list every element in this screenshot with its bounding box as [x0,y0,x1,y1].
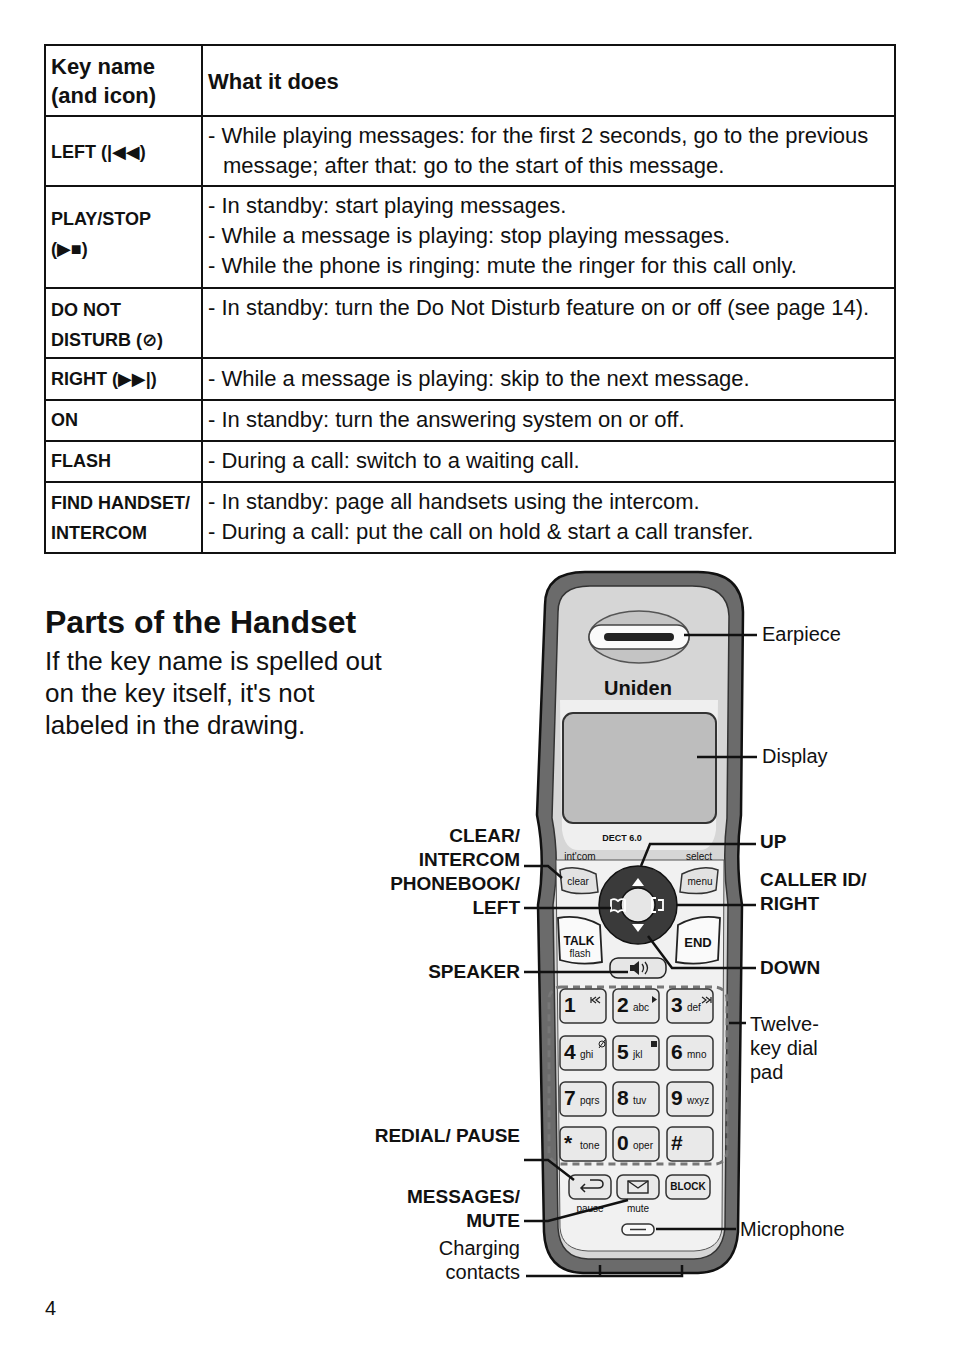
part-label: Earpiece [762,622,922,646]
key-letters: def [687,1002,713,1014]
part-label: SPEAKER [370,960,520,984]
key-letters: tuv [633,1095,659,1107]
key-digit: 8 [617,1085,635,1111]
dial-key [613,1127,659,1161]
dial-key [667,989,713,1023]
part-label: PHONEBOOK/ LEFT [370,872,520,920]
key-digit: 2 [617,992,635,1018]
key-description: - While the phone is ringing: mute the r… [208,251,892,281]
key-description: - In standby: page all handsets using th… [208,487,892,517]
key-letters: abc [633,1002,659,1014]
key-letters: pqrs [580,1095,606,1107]
dial-key [667,1036,713,1070]
key-name: DO NOT DISTURB (⊘) [51,295,191,355]
key-digit: 9 [671,1085,689,1111]
key-text: select [676,851,722,863]
part-label: UP [760,830,920,854]
key-text: END [678,935,718,951]
table-grid [45,45,895,553]
key-text: mute [616,1203,660,1215]
key-name: PLAY/STOP (▶■) [51,204,161,264]
page-number: 4 [45,1296,75,1320]
key-text: pause [568,1203,612,1215]
key-digit: 3 [671,992,689,1018]
table-header: What it does [208,67,508,96]
key-digit: * [564,1130,582,1156]
part-label: MESSAGES/ MUTE [370,1185,520,1233]
key-name: FIND HANDSET/ INTERCOM [51,488,201,548]
key-letters: mno [687,1049,713,1061]
key-digit: 4 [564,1039,582,1065]
key-text: int'com [557,851,603,863]
key-name: RIGHT (▶▶|) [51,367,196,391]
intro-text: If the key name is spelled out on the ke… [45,645,390,741]
key-text: flash [560,948,600,960]
dial-key [613,1036,659,1070]
part-label: DOWN [760,956,920,980]
dial-key [560,1036,606,1070]
key-name: ON [51,408,196,432]
key-digit: 1 [564,992,582,1018]
part-label: Display [762,744,922,768]
part-label: Microphone [740,1217,890,1241]
section-heading: Parts of the Handset [45,603,465,641]
key-text: TALK [559,934,599,948]
key-letters: tone [580,1140,606,1152]
key-letters: wxyz [687,1095,713,1107]
part-label: REDIAL/ PAUSE [370,1124,520,1148]
dial-key [613,989,659,1023]
key-text: BLOCK [666,1181,710,1193]
dial-key [560,1127,606,1161]
key-description: - In standby: turn the Do Not Disturb fe… [208,293,892,323]
dial-key [613,1082,659,1116]
brand-logo: Uniden [588,676,688,700]
key-description: - During a call: switch to a waiting cal… [208,446,892,476]
dect-logo: DECT 6.0 [592,833,652,844]
table-header: Key name (and icon) [51,52,201,110]
key-letters: jkl [633,1049,659,1061]
key-description: - While playing messages: for the first … [208,121,892,181]
part-label: CALLER ID/ RIGHT [760,868,900,916]
key-description: - In standby: start playing messages. [208,191,892,221]
key-digit: 6 [671,1039,689,1065]
key-digit: 0 [617,1130,635,1156]
key-text: clear [558,876,598,888]
dial-key [560,1082,606,1116]
leader-lines [524,635,757,1276]
key-description: - During a call: put the call on hold & … [208,517,892,547]
dial-key [667,1082,713,1116]
key-name: LEFT (|◀◀) [51,140,196,164]
key-letters: ghi [580,1049,606,1061]
key-digit: 5 [617,1039,635,1065]
part-label: Charging contacts [370,1236,520,1284]
key-digit: 7 [564,1085,582,1111]
dial-key [560,989,606,1023]
handset-drawing [537,572,743,1273]
key-name: FLASH [51,449,196,473]
key-letters: oper [633,1140,659,1152]
part-label: Twelve- key dial pad [750,1012,850,1084]
key-description: - While a message is playing: stop playi… [208,221,892,251]
part-label: CLEAR/ INTERCOM [370,824,520,872]
key-text: menu [680,876,720,888]
dial-key [667,1127,713,1161]
key-description: - While a message is playing: skip to th… [208,364,892,394]
key-digit: # [671,1130,689,1156]
key-description: - In standby: turn the answering system … [208,405,892,435]
